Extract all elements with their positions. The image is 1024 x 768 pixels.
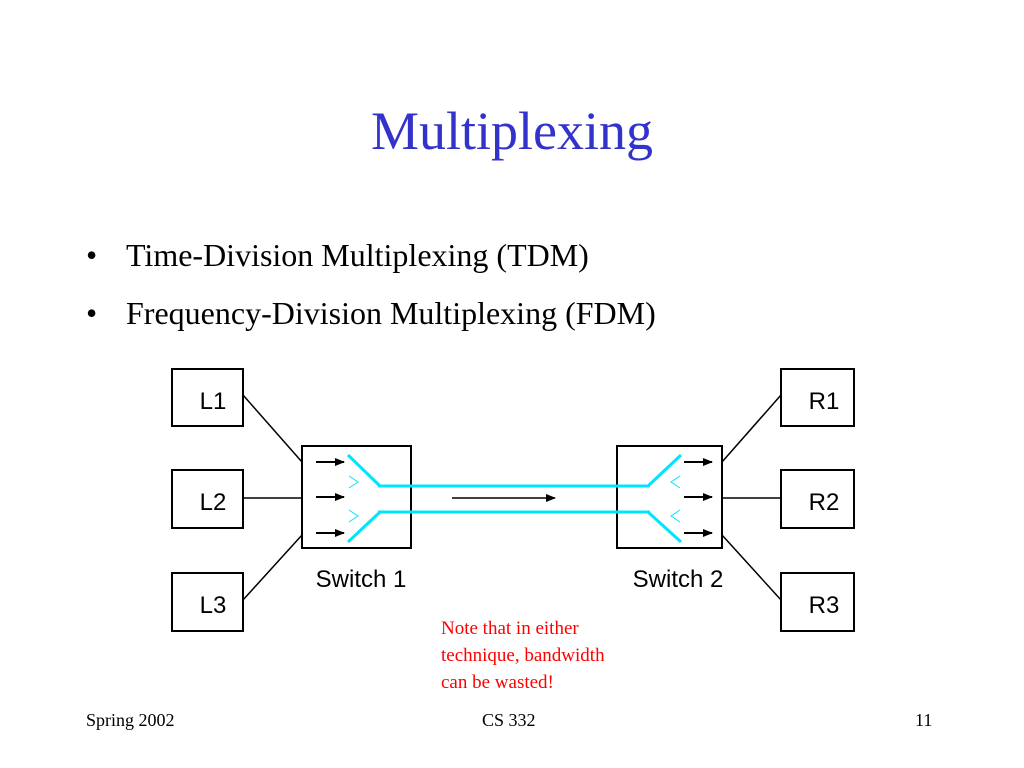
switch-1-input-arrows [316,458,345,537]
left-links [242,394,303,601]
node-label: R1 [809,388,840,415]
switch-1-merge-lines [346,453,382,544]
bullet-text: Frequency-Division Multiplexing (FDM) [126,295,656,331]
node-label: L1 [200,388,227,415]
node-label: R2 [809,489,840,516]
note-line: Note that in either [441,618,579,639]
left-node-l1: L1 [171,368,244,427]
note-line: can be wasted! [441,672,554,693]
slide-title: Multiplexing [371,101,653,161]
red-note: Note that in either technique, bandwidth… [441,615,661,696]
node-label: L3 [200,592,227,619]
switch-1 [301,445,412,549]
footer-center: CS 332 [482,710,536,730]
bullet-text: Time-Division Multiplexing (TDM) [126,237,589,273]
right-node-r2: R2 [780,469,855,529]
switch-2-split-lines [646,453,683,544]
switch-2-output-arrows [684,458,713,537]
bullet-item: • Time-Division Multiplexing (TDM) [86,230,656,288]
bullet-item: • Frequency-Division Multiplexing (FDM) [86,288,656,346]
right-node-r3: R3 [780,572,855,632]
right-links [721,394,782,601]
switch-2 [616,445,723,549]
switch-2-label: Switch 2 [633,566,724,593]
bullet-dot: • [86,237,98,273]
multiplexing-diagram: L1 L2 L3 R1 R2 R3 [171,368,855,632]
note-line: technique, bandwidth [441,645,605,666]
bullet-list: • Time-Division Multiplexing (TDM) • Fre… [86,230,656,346]
trunk-link [378,484,650,514]
bullet-dot: • [86,295,98,331]
right-node-r1: R1 [780,368,855,427]
node-label: L2 [200,489,227,516]
node-label: R3 [809,592,840,619]
left-node-l2: L2 [171,469,244,529]
switch-1-label: Switch 1 [316,566,407,593]
left-node-l3: L3 [171,572,244,632]
footer-left: Spring 2002 [86,710,175,730]
footer-page-number: 11 [915,710,933,730]
